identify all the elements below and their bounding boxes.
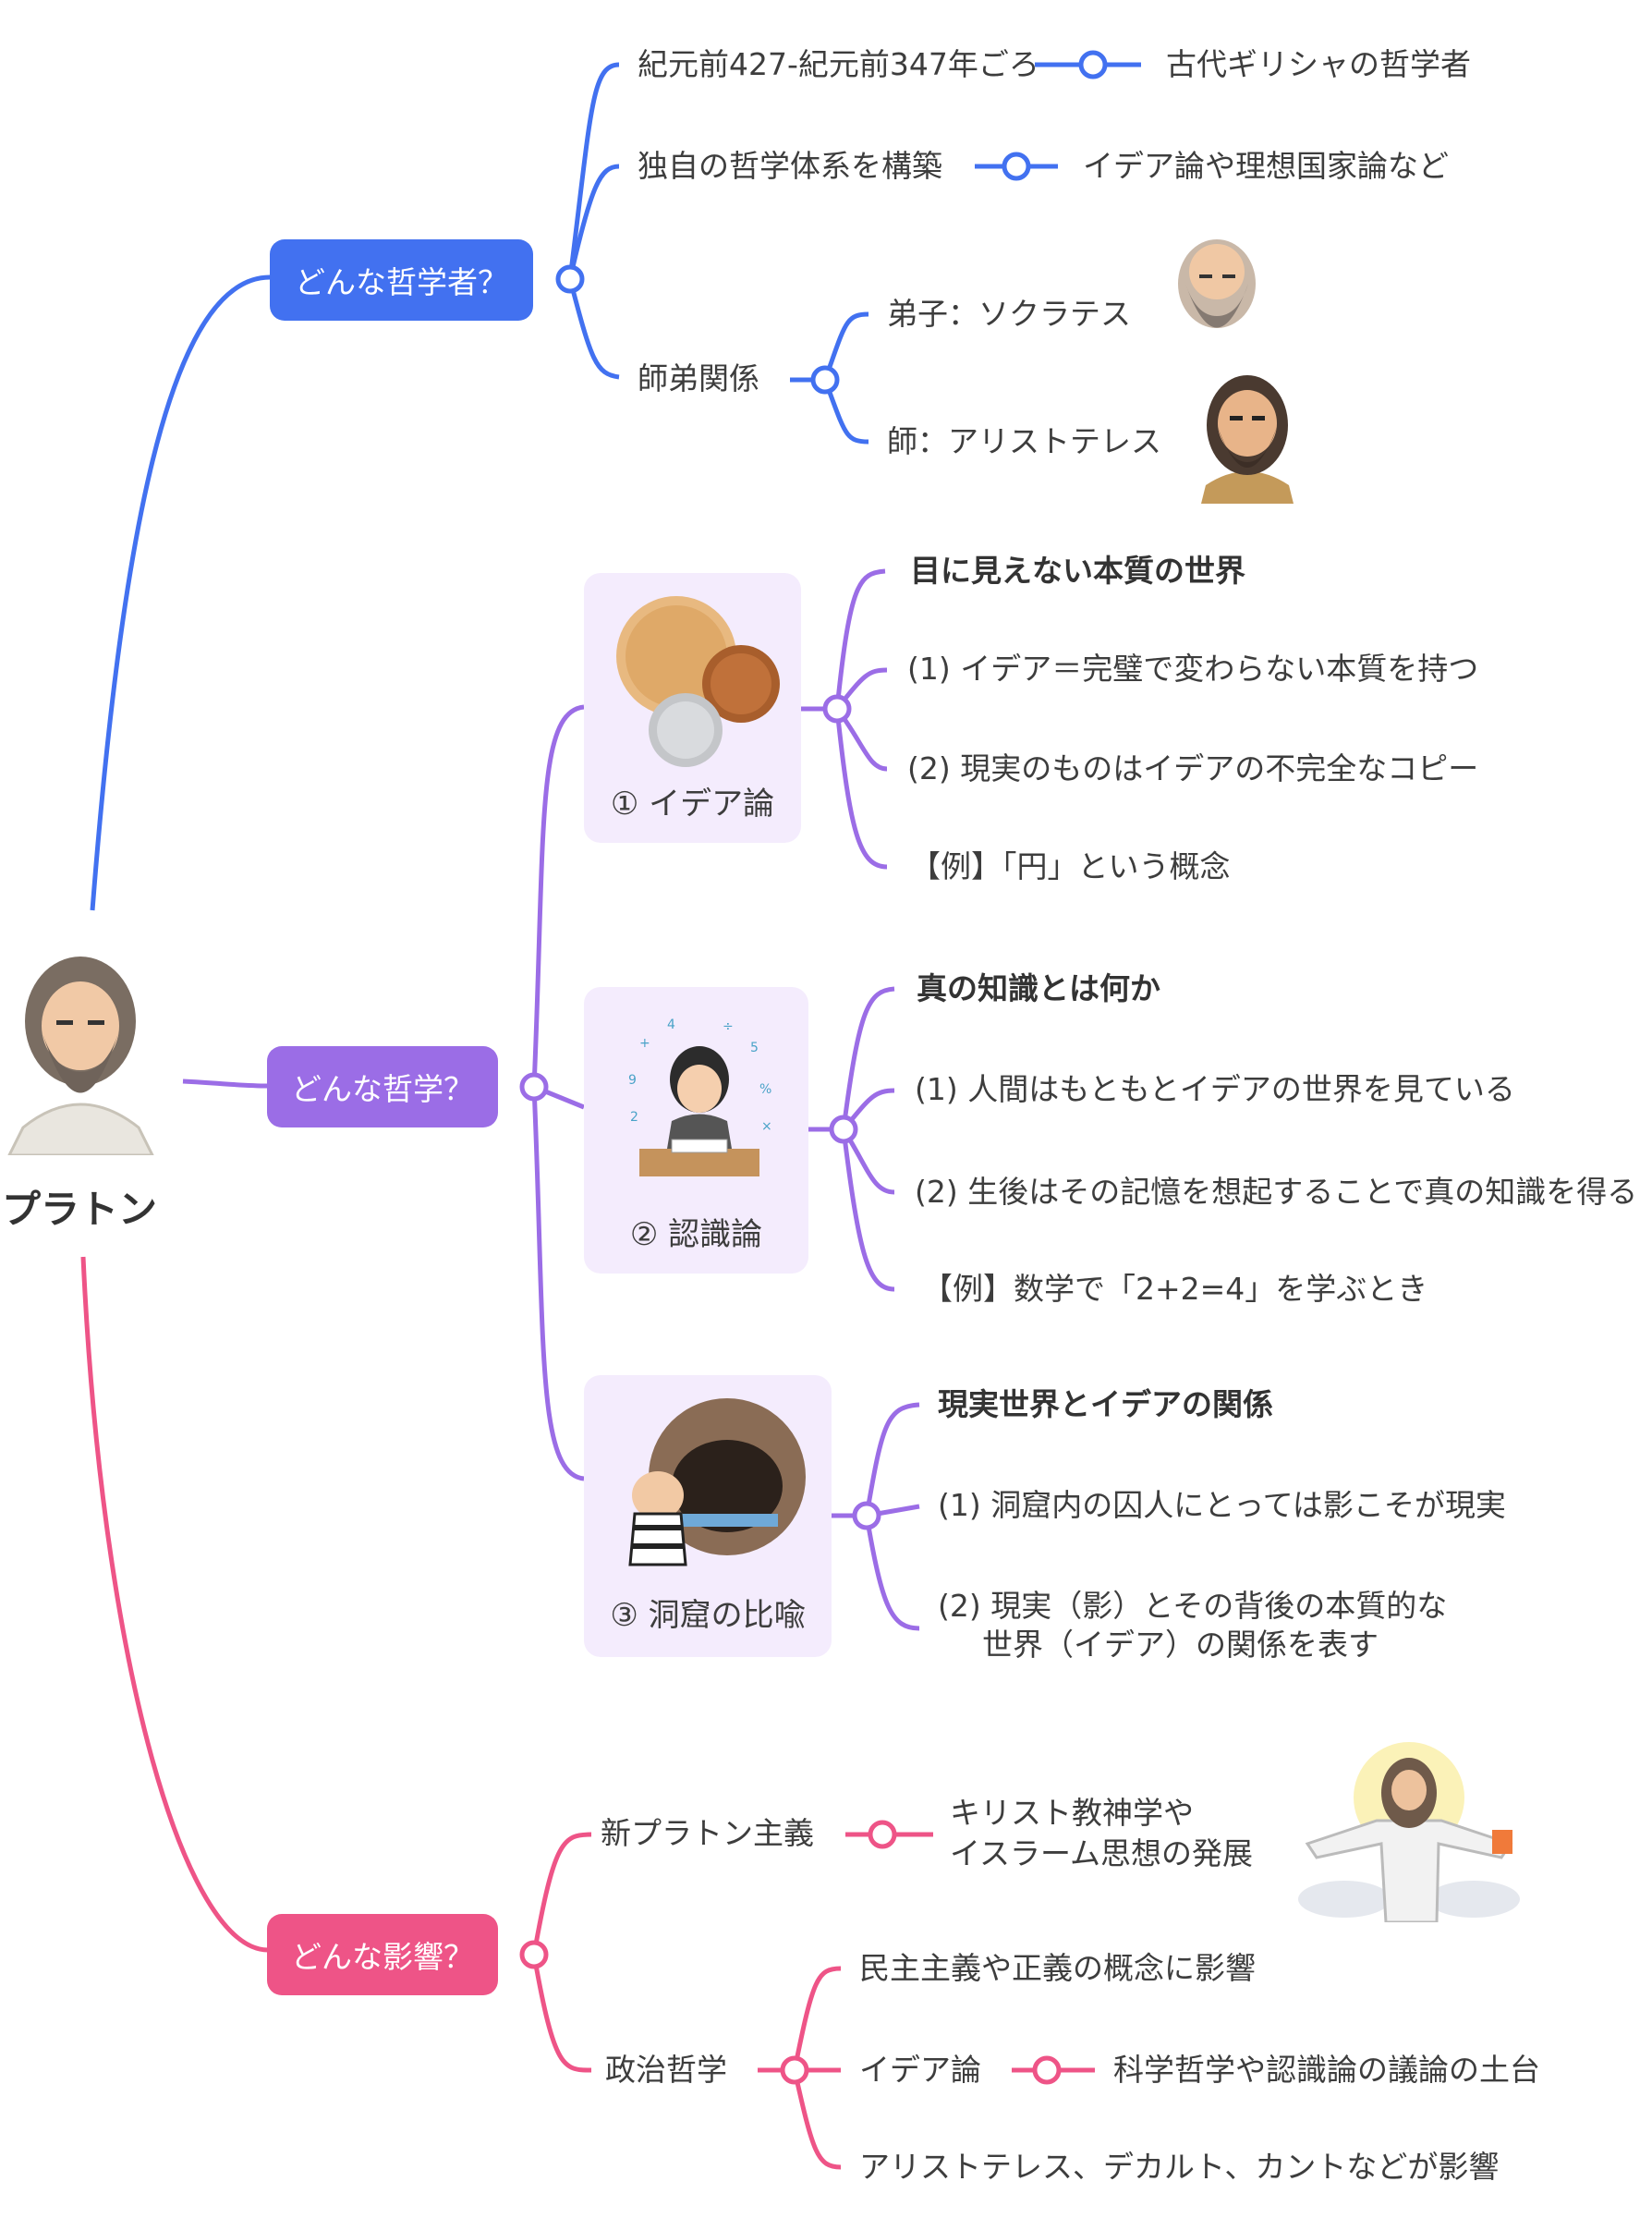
socrates-illustration <box>1178 239 1256 328</box>
card-cave-allegory-label: ③ 洞窟の比喩 <box>610 1597 806 1634</box>
c3-line-2b[interactable]: 世界（イデア）の関係を表す <box>982 1627 1379 1663</box>
b1-item-era[interactable]: 紀元前427-紀元前347年ごろ <box>638 46 1039 82</box>
c3-line-2a[interactable]: (2) 現実（影）とその背後の本質的な <box>938 1588 1448 1624</box>
svg-text:%: % <box>759 1082 771 1097</box>
card-idea-theory[interactable]: ① イデア論 <box>584 573 801 843</box>
c2-line-3[interactable]: 【例】数学で「2+2=4」を学ぶとき <box>922 1271 1428 1307</box>
branch-influence-pill[interactable]: どんな影響？ <box>267 1914 498 1995</box>
b3-political-philosophy[interactable]: 政治哲学 <box>605 2052 727 2088</box>
b3-neoplatonism-child-2[interactable]: イスラーム思想の発展 <box>950 1835 1254 1871</box>
aristotle-illustration <box>1201 375 1294 504</box>
plato-illustration <box>7 957 154 1155</box>
b3-political-child-2[interactable]: イデア論 <box>859 2052 981 2088</box>
b3-neoplatonism-child-1[interactable]: キリスト教神学や <box>950 1795 1194 1831</box>
svg-text:5: 5 <box>750 1041 759 1055</box>
svg-text:2: 2 <box>630 1110 638 1125</box>
c3-heading[interactable]: 現実世界とイデアの関係 <box>938 1386 1273 1422</box>
svg-text:÷: ÷ <box>723 1019 734 1034</box>
b3-political-child-3[interactable]: アリストテレス、デカルト、カントなどが影響 <box>859 2149 1500 2185</box>
cave-prisoner-illustration <box>628 1398 806 1566</box>
c2-line-2[interactable]: (2) 生後はその記憶を想起することで真の知識を得る <box>915 1174 1638 1210</box>
b3-neoplatonism[interactable]: 新プラトン主義 <box>601 1815 814 1851</box>
resurrected-figure-illustration <box>1298 1742 1520 1922</box>
b1-item-system-child[interactable]: イデア論や理想国家論など <box>1083 148 1449 184</box>
card-epistemology-label: ② 認識論 <box>629 1216 763 1253</box>
b1-item-system[interactable]: 独自の哲学体系を構築 <box>638 148 942 184</box>
coins-biscuit-illustration <box>616 596 780 767</box>
svg-text:9: 9 <box>628 1073 637 1088</box>
c2-line-1[interactable]: (1) 人間はもともとイデアの世界を見ている <box>915 1071 1515 1107</box>
c2-heading[interactable]: 真の知識とは何か <box>917 970 1160 1006</box>
c1-heading[interactable]: 目に見えない本質の世界 <box>910 553 1245 589</box>
card-idea-theory-label: ① イデア論 <box>610 786 775 823</box>
c3-line-1[interactable]: (1) 洞窟内の囚人にとっては影こそが現実 <box>938 1487 1506 1523</box>
b1-item-era-child[interactable]: 古代ギリシャの哲学者 <box>1166 46 1471 82</box>
branch-philosopher-pill[interactable]: どんな哲学者？ <box>270 239 533 321</box>
svg-text:×: × <box>761 1119 772 1134</box>
card-epistemology[interactable]: +4 ÷ 5 9% 2 × ② 認識論 <box>584 987 808 1274</box>
c1-line-1[interactable]: (1) イデア＝完璧で変わらない本質を持つ <box>907 651 1479 687</box>
card-cave-allegory[interactable]: ③ 洞窟の比喩 <box>584 1375 832 1657</box>
branch-philosophy-pill[interactable]: どんな哲学？ <box>267 1046 498 1127</box>
b1-item-lineage[interactable]: 師弟関係 <box>638 360 759 396</box>
svg-text:+: + <box>639 1036 650 1051</box>
b1-lineage-aristotle[interactable]: 師：アリストテレス <box>887 423 1161 459</box>
c1-line-2[interactable]: (2) 現実のものはイデアの不完全なコピー <box>907 750 1479 786</box>
b1-lineage-socrates[interactable]: 弟子：ソクラテス <box>887 296 1131 332</box>
c1-line-3[interactable]: 【例】「円」という概念 <box>910 848 1231 884</box>
b3-political-grandchild[interactable]: 科学哲学や認識論の議論の土台 <box>1113 2052 1540 2088</box>
studying-girl-illustration: +4 ÷ 5 9% 2 × <box>628 1018 772 1176</box>
b3-political-child-1[interactable]: 民主主義や正義の概念に影響 <box>859 1950 1256 1986</box>
svg-text:4: 4 <box>667 1018 675 1032</box>
root-title: プラトン <box>2 1187 158 1232</box>
